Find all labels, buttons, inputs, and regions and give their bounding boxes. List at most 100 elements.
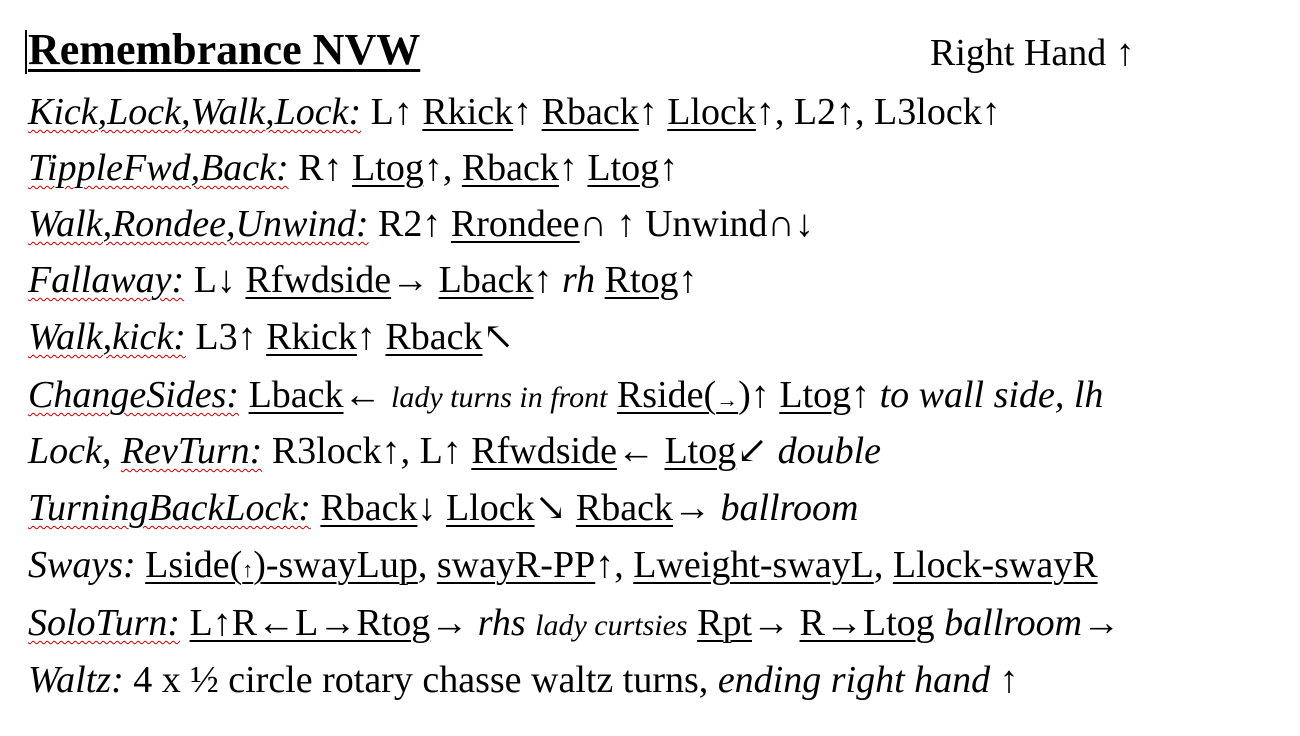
step-text: → [716,387,739,412]
step-note: ballroom [944,602,1083,644]
step-text: L↓ [184,259,246,301]
step-text: R↑ [288,147,353,189]
step-line-walk-rondee: Walk,Rondee,Unwind: R2↑ Rrondee∩ ↑ Unwin… [28,198,814,250]
step-text: Rkick [422,91,514,133]
step-text: Ltog [587,147,660,189]
step-text: ↑, L2↑, L3lock↑ [755,91,1001,133]
step-text: Rkick [266,316,357,358]
step-text: Lweight-swayL [633,544,874,586]
document-title: Remembrance NVW [28,25,421,74]
step-text: Rback [385,316,483,358]
step-text: )-swayLup [253,544,418,586]
step-note: rh [562,259,596,301]
step-line-walk-kick: Walk,kick: L3↑ Rkick↑ Rback↖ [28,311,514,363]
step-text: ↑, [595,544,634,586]
step-text: ↑ [851,374,880,416]
step-text [688,602,698,644]
step-text: → [391,259,439,301]
step-text [180,602,190,644]
step-text: Rrondee [450,203,580,245]
step-text: ↓ [417,487,446,529]
step-text: Rfwdside [471,430,617,472]
step-line-kick-lock: Kick,Lock,Walk,Lock: L↑ Rkick↑ Rback↑ Ll… [28,86,1001,138]
step-text: ↑ [990,659,1019,701]
step-label: ChangeSides: [28,374,240,416]
step-text: ∩ ↑ Unwind∩↓ [579,203,814,245]
step-text: )↑ [738,374,780,416]
step-text: Ltog [779,374,852,416]
step-note: rhs [477,602,526,644]
step-text: Rfwdside [245,259,392,301]
step-text: Llock [667,91,756,133]
step-label: Walk,Rondee,Unwind: [28,203,369,245]
step-note: double [777,430,882,472]
hand-note: Right Hand ↑ [930,32,1135,74]
step-text: , [417,544,437,586]
step-note: to wall side, lh [879,374,1104,416]
step-text: → [673,487,721,529]
step-note: ballroom [720,487,859,529]
step-text [239,374,249,416]
step-text: Ltog [352,147,424,189]
step-label: Kick,Lock,Walk,Lock: [28,91,362,133]
step-line-turning-back-lock: TurningBackLock: Rback↓ Llock↘ Rback→ ba… [28,482,858,534]
step-text: Rtog [604,259,679,301]
step-text: ↑ [659,147,679,189]
step-text [136,544,146,586]
step-text: → [752,602,800,644]
step-text: Rside( [616,374,717,416]
step-text: L↑R←L→Rtog [189,602,431,644]
step-label: TurningBackLock: [28,487,311,529]
step-label: Fallaway: [28,259,185,301]
step-text: R3lock↑, L↑ [262,430,472,472]
step-label: RevTurn: [120,430,263,472]
step-text: Llock-swayR [892,544,1098,586]
step-text: ↑ [678,259,698,301]
step-text: Rback [461,147,559,189]
step-line-waltz: Waltz: 4 x ½ circle rotary chasse waltz … [28,654,1019,706]
step-label: Sways: [28,544,136,586]
step-text: ↑, [423,147,462,189]
step-line-lock-revturn: Lock, RevTurn: R3lock↑, L↑ Rfwdside← Lto… [28,425,881,477]
step-text: ↙ [736,430,778,472]
step-text: Rback [541,91,639,133]
step-label: Walk,kick: [28,316,186,358]
step-label: Lock, [28,430,112,472]
step-text: Lback [438,259,534,301]
step-text [526,602,536,644]
step-note: ending right hand [717,659,991,701]
step-note: lady curtsies [535,609,688,642]
step-text: Ltog [664,430,737,472]
step-text: , [873,544,893,586]
step-text: Rpt [697,602,753,644]
step-text: Rback [320,487,418,529]
step-text: Rback [575,487,673,529]
step-text: L↑ [361,91,423,133]
step-text: ↑ [356,316,386,358]
step-text: ↘ [534,487,576,529]
step-text: → [430,602,478,644]
step-text: Lside( [145,544,243,586]
step-text: ↑ [242,557,254,582]
step-text: Lback [248,374,344,416]
step-text: ↖ [482,316,515,358]
step-label: Waltz: [28,659,124,701]
step-text: ← [616,430,665,472]
step-line-solo-turn: SoloTurn: L↑R←L→Rtog→ rhs lady curtsies … [28,597,1120,649]
step-text: R2↑ [368,203,451,245]
step-text: ↑ [533,259,563,301]
step-text: Llock [445,487,535,529]
step-text: ↑ [513,91,542,133]
step-label: TippleFwd,Back: [28,147,289,189]
step-line-change-sides: ChangeSides: Lback← lady turns in front … [28,369,1103,421]
step-text: L3↑ [185,316,267,358]
step-text: ↑ [558,147,588,189]
step-line-fallaway: Fallaway: L↓ Rfwdside→ Lback↑ rh Rtog↑ [28,254,698,306]
step-text: → [1082,602,1121,644]
step-note: lady turns in front [391,381,608,414]
step-line-sways: Sways: Lside(↑)-swayLup, swayR-PP↑, Lwei… [28,539,1098,591]
text-cursor [25,30,27,74]
step-label: SoloTurn: [28,602,181,644]
step-text [935,602,945,644]
